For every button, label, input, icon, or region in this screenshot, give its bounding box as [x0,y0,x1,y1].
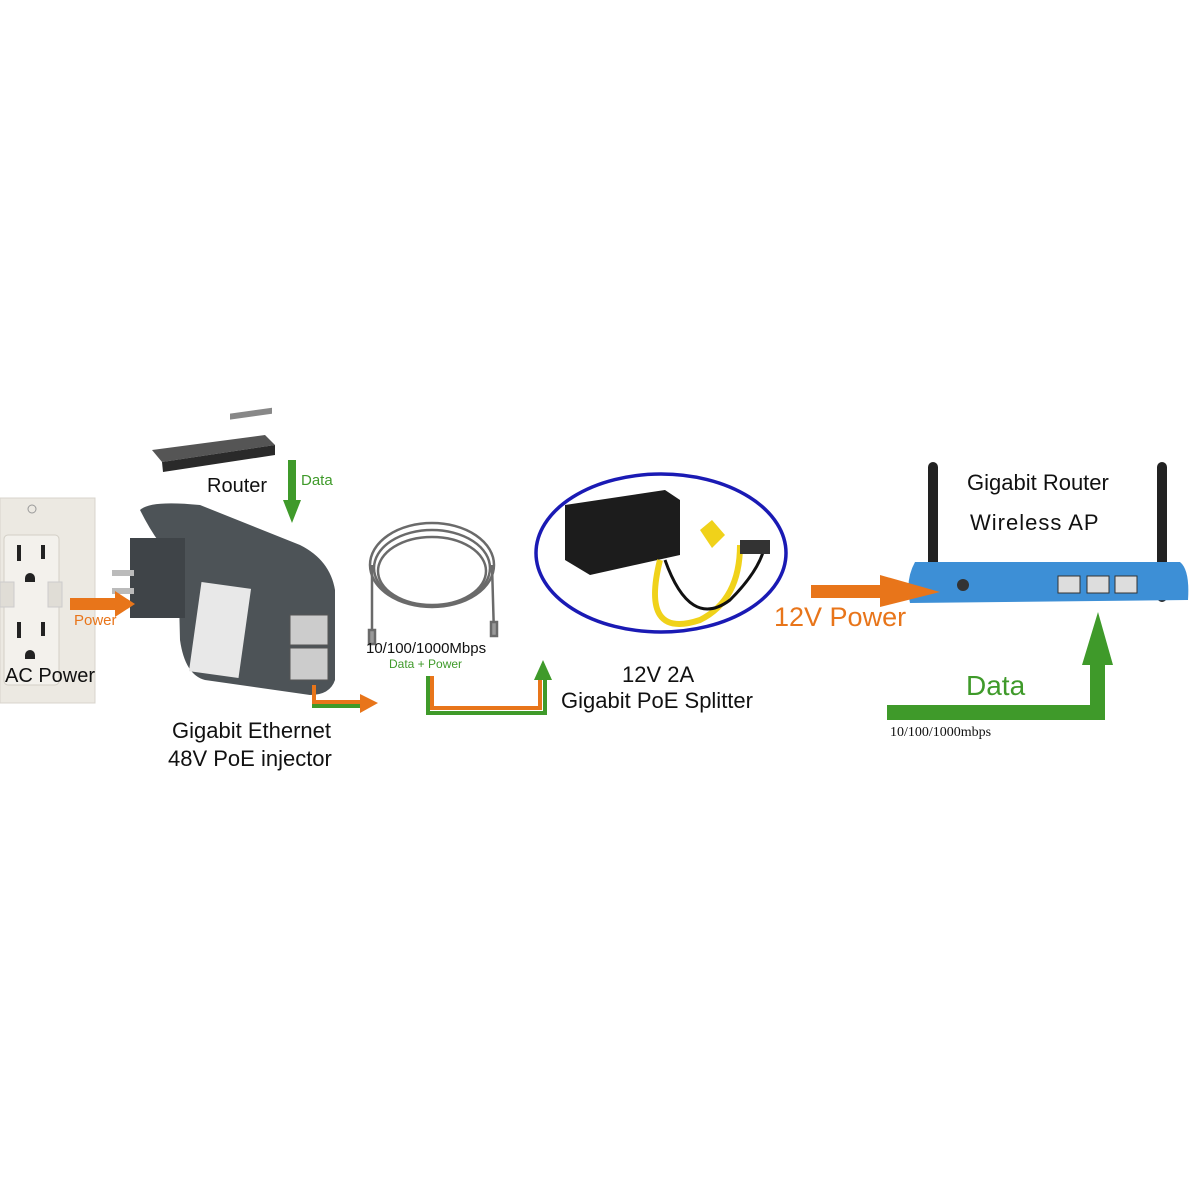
splitter-label-line1: 12V 2A [622,662,695,687]
power-arrow-splitter-to-ap [811,575,940,607]
ap-speed-label: 10/100/1000mbps [890,725,992,740]
ap-label-line1: Gigabit Router [967,470,1109,495]
cable-speed-label: 10/100/1000Mbps [366,640,487,657]
ac-power-label: AC Power [5,665,96,687]
injector-label-line2: 48V PoE injector [168,746,332,771]
poe-injector-image [112,503,335,695]
data-arrow-to-ap [887,612,1113,720]
data-label-big: Data [966,670,1026,701]
network-switch-image [152,407,275,472]
data-label-small: Data [301,472,333,489]
power-arrow-outlet-to-injector [70,591,135,617]
ap-label-line2: Wireless AP [970,510,1100,535]
poe-splitter-image [534,472,788,634]
wireless-ap-image [908,462,1189,603]
power-12v-label: 12V Power [774,602,907,632]
router-label: Router [207,475,268,497]
cable-data-power-label: Data + Power [389,657,463,671]
power-label-small: Power [74,612,117,629]
data-arrow-router-to-injector [283,460,301,523]
data-power-arrow-injector-to-cable [312,685,378,713]
data-power-arrow-cable-to-splitter [426,660,552,715]
splitter-label-line2: Gigabit PoE Splitter [561,688,753,713]
ethernet-cable-image [367,521,499,646]
injector-label-line1: Gigabit Ethernet [172,718,331,743]
